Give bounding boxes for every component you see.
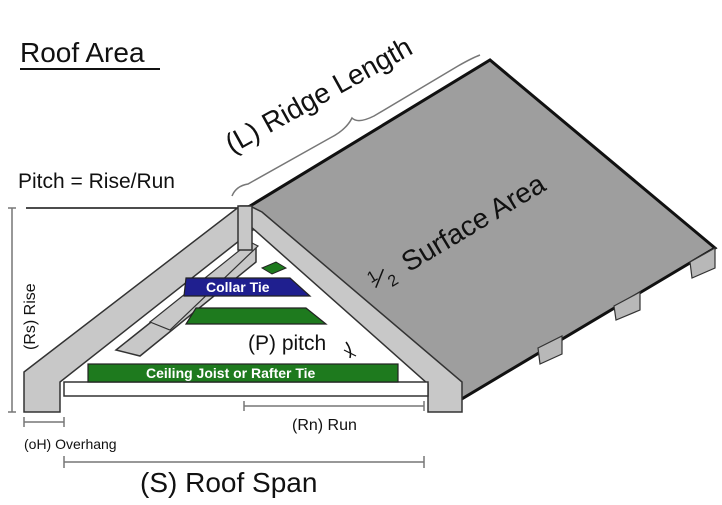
pitch-angle-arc — [345, 341, 352, 359]
rise-label: (Rs) Rise — [22, 283, 39, 350]
pitch-angle-mark — [343, 349, 357, 357]
overhang-label: (oH) Overhang — [24, 436, 117, 452]
ceiling-joist-band — [87, 363, 399, 383]
collar-tie-lower — [184, 307, 328, 325]
ridge-brace — [231, 54, 481, 197]
pitch-formula-label: Pitch = Rise/Run — [18, 170, 175, 193]
roof-span-label: (S) Roof Span — [140, 467, 317, 498]
rafter-tail-1 — [689, 246, 716, 279]
collar-tie-band — [183, 277, 312, 297]
right-rafter — [249, 204, 463, 413]
ceiling-joist-label: Ceiling Joist or Rafter Tie — [146, 365, 316, 381]
wall-plate — [63, 381, 429, 397]
pitch-label: (P) pitch — [248, 332, 326, 355]
run-label: (Rn) Run — [292, 417, 357, 434]
surface-area-fraction-bar — [375, 268, 385, 288]
title: Roof Area — [20, 37, 145, 68]
collar-tie-back — [260, 261, 288, 275]
rafter-tail-3 — [537, 335, 563, 365]
collar-tie-label: Collar Tie — [206, 279, 270, 295]
rafter-tail-2 — [613, 290, 641, 321]
ridge-post — [237, 205, 253, 251]
